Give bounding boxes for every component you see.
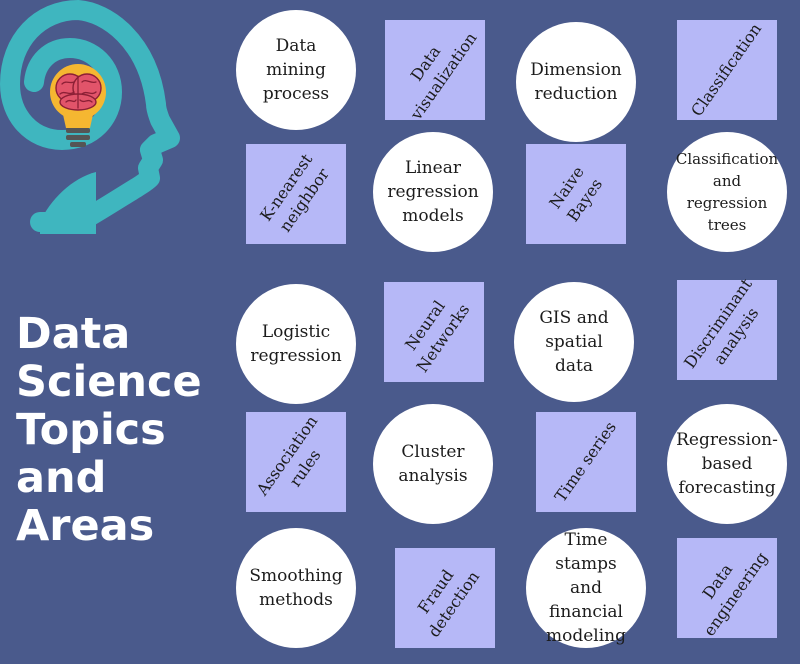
topic-square: Classification <box>677 20 777 120</box>
topic-label-line: regression <box>250 346 342 366</box>
topic-label-line: methods <box>259 590 333 610</box>
topic-label-line: Logistic <box>261 322 331 342</box>
title-line: Areas <box>16 501 155 551</box>
topic-label: GIS and spatial data <box>539 306 608 378</box>
topic-circle: Classification and regression trees <box>667 132 787 252</box>
topic-circle: Logistic regression <box>236 284 356 404</box>
topic-label-line: Data <box>275 36 317 56</box>
topic-label: Data mining process <box>263 34 329 106</box>
topic-label-line: based <box>701 454 753 474</box>
topic-label-line: GIS and <box>539 308 609 328</box>
topic-circle: Linear regression models <box>373 132 493 252</box>
topic-label: Time series <box>550 417 622 506</box>
topic-label: Logistic regression <box>250 320 341 368</box>
topic-label-line: models <box>402 206 464 226</box>
topic-label-line: regression <box>686 194 768 212</box>
title-line: Topics <box>16 405 166 455</box>
head-lightbulb-brain-icon <box>0 0 180 234</box>
topic-label-line: Classification <box>687 19 766 120</box>
topic-label-line: process <box>262 84 330 104</box>
topic-label-line: mining <box>266 60 326 80</box>
title-line: Data <box>16 309 131 359</box>
topic-label: Dimension reduction <box>530 58 622 106</box>
topic-label-line: Linear <box>404 158 461 178</box>
topic-square: Time series <box>536 412 636 512</box>
topic-label-line: analysis <box>398 466 468 486</box>
topic-circle: Dimension reduction <box>516 22 636 142</box>
topic-label: Classification and regression trees <box>676 148 778 236</box>
topic-label-line: Smoothing <box>249 566 343 586</box>
topic-label-line: data <box>555 356 593 376</box>
topic-label-line: Time series <box>550 417 621 506</box>
title-line: and <box>16 453 107 503</box>
topic-label-line: Time stamps <box>555 530 617 574</box>
topic-label: Regression-based forecasting <box>676 428 778 500</box>
topic-circle: Smoothing methods <box>236 528 356 648</box>
topic-label-line: Dimension <box>530 60 622 80</box>
topic-label: Smoothing methods <box>249 564 342 612</box>
topic-circle: Cluster analysis <box>373 404 493 524</box>
topic-label-line: forecasting <box>678 478 776 498</box>
topic-label-line: Regression- <box>676 430 778 450</box>
topic-label: Cluster analysis <box>398 440 467 488</box>
topic-label: Linear regression models <box>387 156 478 228</box>
topic-label-line: spatial <box>545 332 603 352</box>
topic-label-line: Cluster <box>401 442 465 462</box>
topic-label-line: reduction <box>534 84 618 104</box>
topic-circle: Regression-based forecasting <box>667 404 787 524</box>
topic-label-line: Classification <box>675 150 779 168</box>
page-title: Data Science Topics and Areas <box>16 310 202 550</box>
topic-circle: GIS and spatial data <box>514 282 634 402</box>
topic-circle: Data mining process <box>236 10 356 130</box>
topic-label-line: modeling <box>545 626 626 646</box>
topic-label-line: trees <box>707 216 747 234</box>
topic-label: Classification <box>687 19 768 121</box>
topic-label-line: and <box>712 172 742 190</box>
title-line: Science <box>16 357 202 407</box>
topic-label-line: regression <box>387 182 479 202</box>
topic-label-line: and financial <box>549 578 623 622</box>
